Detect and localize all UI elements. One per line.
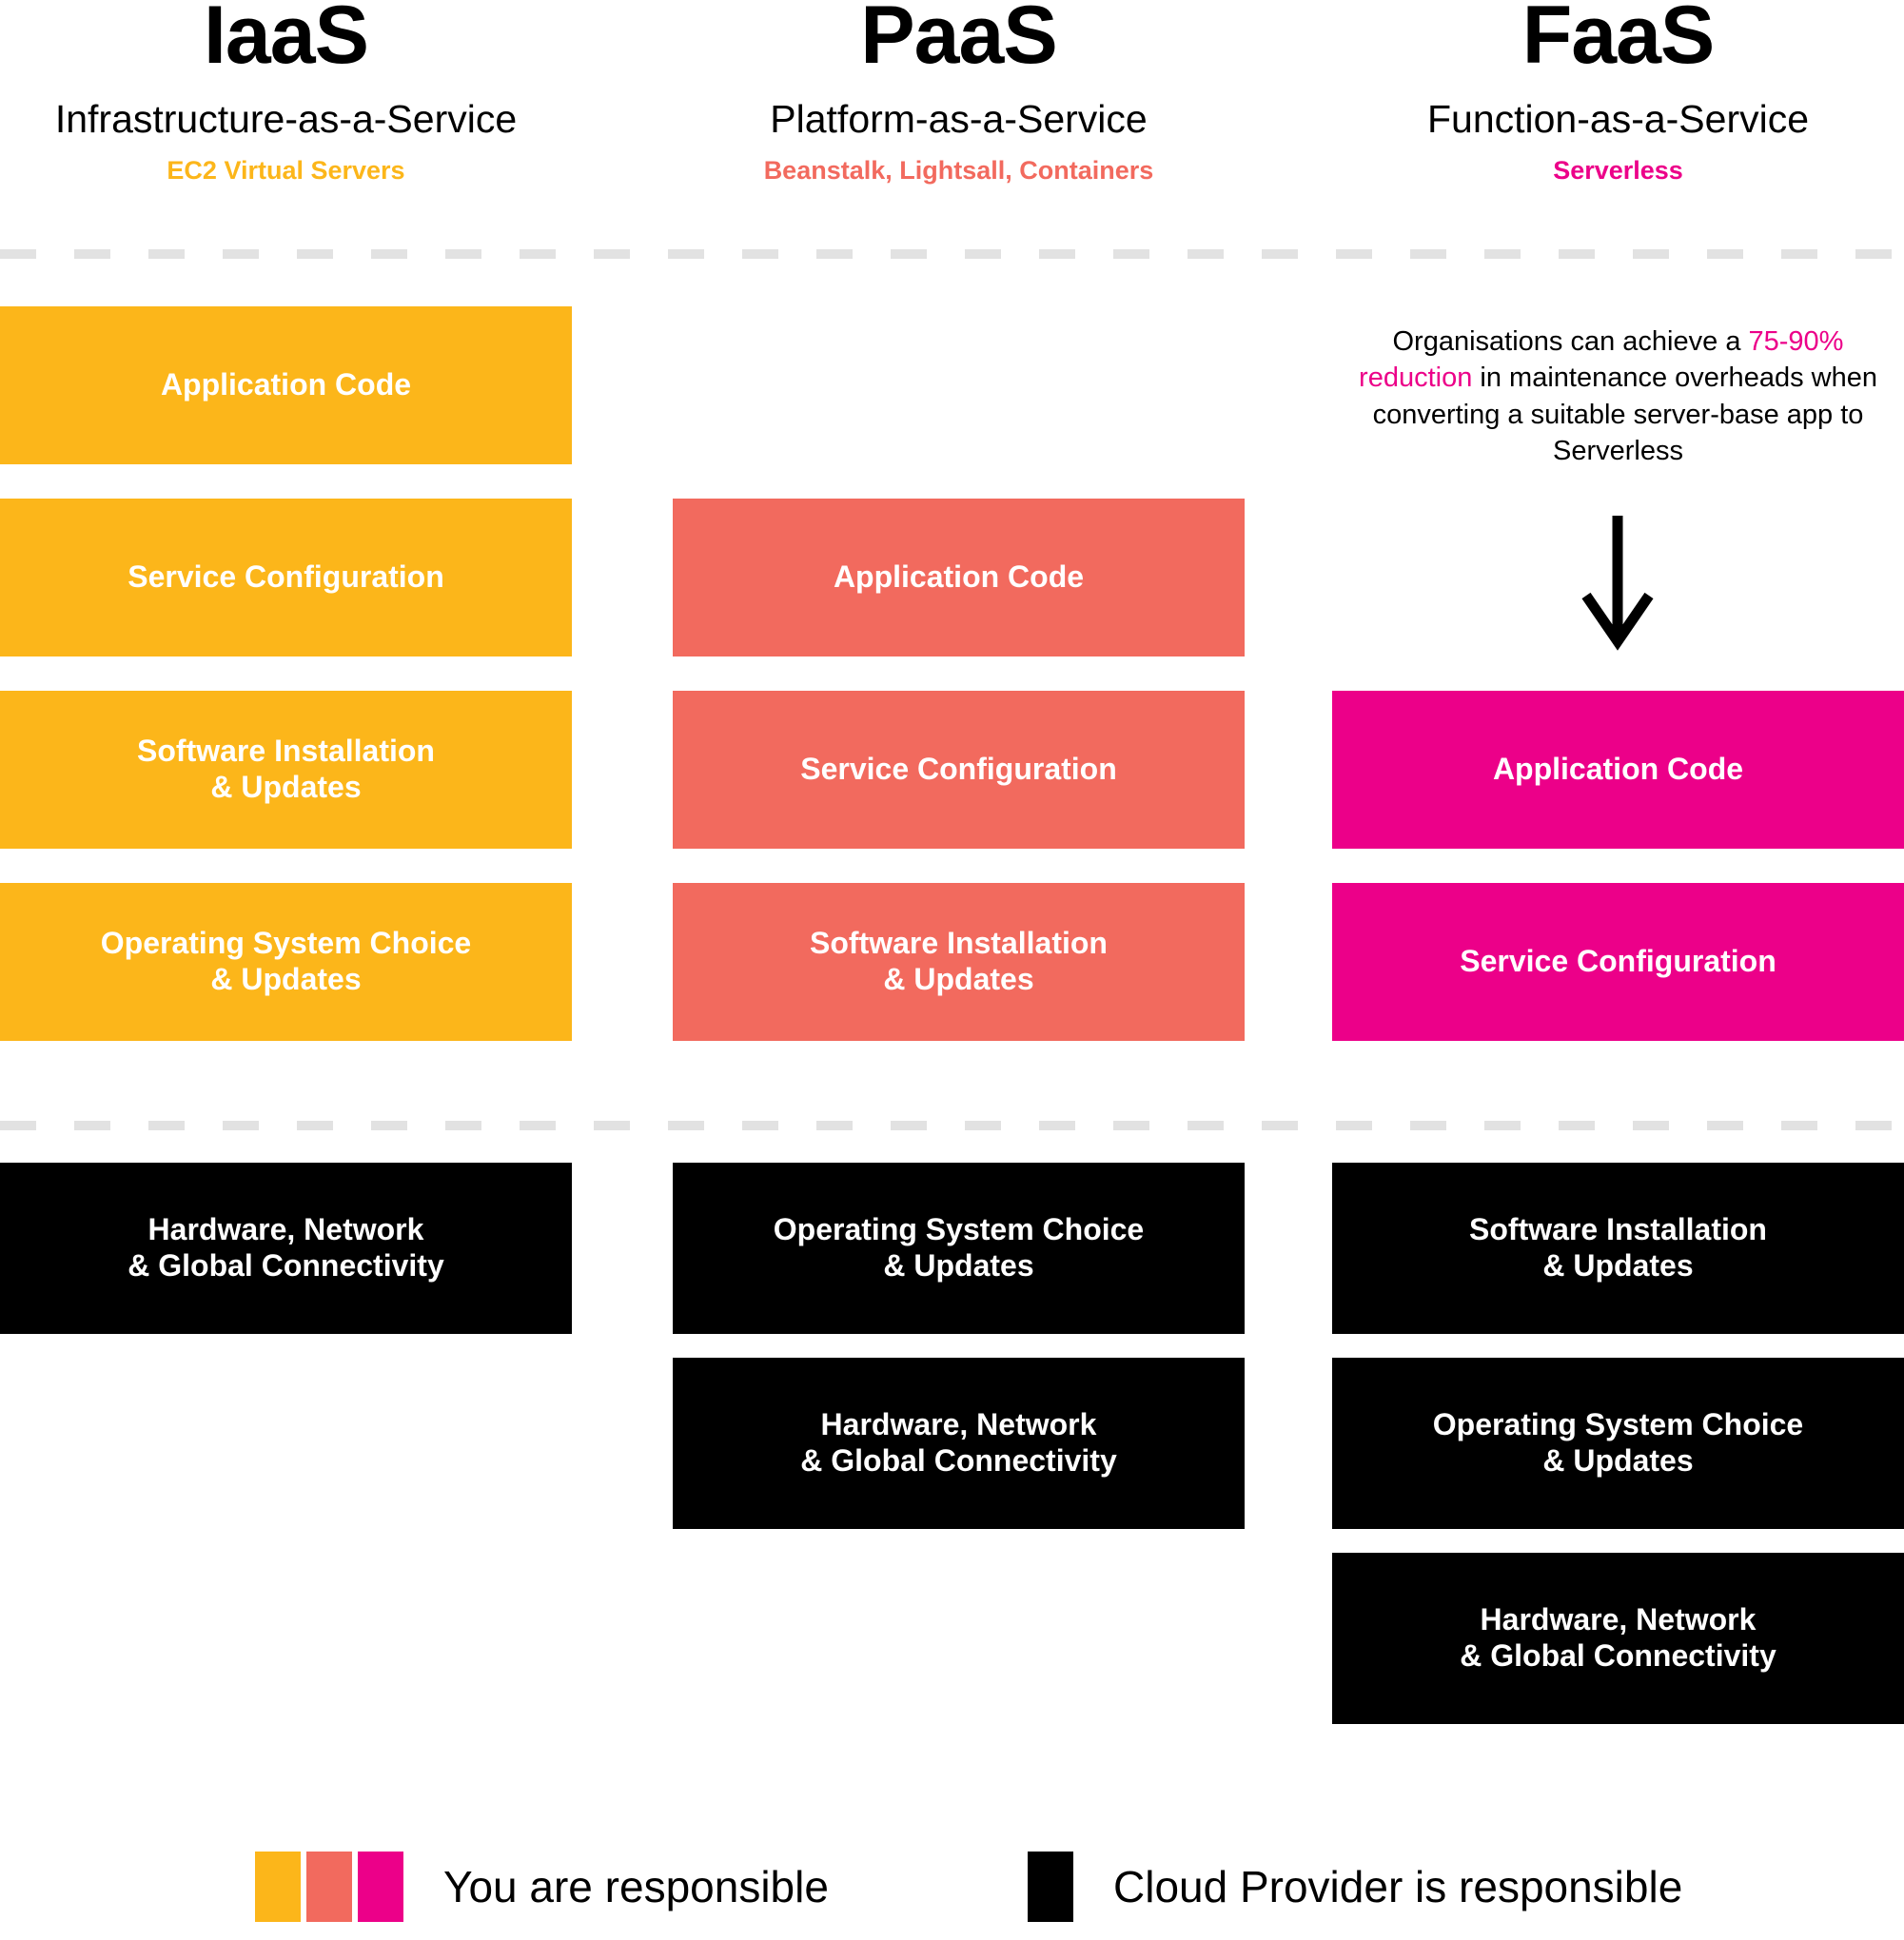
box-label-line2: & Updates <box>1542 1248 1694 1283</box>
divider-top-dashed <box>0 249 1904 259</box>
box-label-line1: Hardware, Network <box>1480 1602 1757 1637</box>
faas-title: FaaS <box>1521 0 1716 81</box>
box-label-line2: & Global Connectivity <box>800 1443 1117 1478</box>
box-label: Application Code <box>160 367 412 402</box>
note-highlight: 75-90% reduction <box>1359 326 1844 394</box>
box-label-line1: Hardware, Network <box>820 1407 1097 1442</box>
iaas-box-application-code: Application Code <box>0 306 572 464</box>
box-label-line1: Operating System Choice <box>1432 1407 1804 1442</box>
box-label-line2: & Global Connectivity <box>128 1248 444 1283</box>
legend-swatch-salmon <box>306 1852 352 1922</box>
box-label: Service Configuration <box>800 752 1117 787</box>
iaas-box-software-installation: Software Installation & Updates <box>0 691 572 849</box>
divider-bottom-dashed <box>0 1121 1904 1130</box>
iaas-tag: EC2 Virtual Servers <box>167 156 405 185</box>
box-label-line2: & Updates <box>210 962 362 996</box>
box-label: Service Configuration <box>128 559 444 595</box>
note-part2: in maintenance overheads when converting… <box>1372 363 1877 466</box>
paas-box-service-configuration: Service Configuration <box>673 691 1245 849</box>
column-faas: FaaS Function-as-a-Service Serverless Or… <box>1332 0 1904 1940</box>
iaas-box-hardware-network: Hardware, Network & Global Connectivity <box>0 1163 572 1334</box>
iaas-subtitle: Infrastructure-as-a-Service <box>54 97 518 141</box>
box-label-line1: Operating System Choice <box>100 926 472 961</box>
faas-savings-note: Organisations can achieve a 75-90% reduc… <box>1332 323 1904 469</box>
box-label-line2: & Updates <box>1542 1443 1694 1478</box>
legend-item-you-responsible: You are responsible <box>255 1852 829 1922</box>
down-arrow-icon <box>1581 516 1654 651</box>
paas-box-operating-system-choice: Operating System Choice & Updates <box>673 1163 1245 1334</box>
box-label-line2: & Updates <box>210 770 362 804</box>
note-part1: Organisations can achieve a <box>1392 326 1741 357</box>
faas-box-software-installation: Software Installation & Updates <box>1332 1163 1904 1334</box>
box-label-line1: Operating System Choice <box>773 1212 1145 1247</box>
legend-swatch-magenta <box>358 1852 403 1922</box>
legend-swatch-black <box>1028 1852 1073 1922</box>
box-label-line1: Software Installation <box>810 926 1108 961</box>
faas-box-operating-system-choice: Operating System Choice & Updates <box>1332 1358 1904 1529</box>
iaas-box-service-configuration: Service Configuration <box>0 499 572 656</box>
faas-box-application-code: Application Code <box>1332 691 1904 849</box>
paas-tag: Beanstalk, Lightsall, Containers <box>763 156 1154 185</box>
faas-box-service-configuration: Service Configuration <box>1332 883 1904 1041</box>
box-label-line1: Software Installation <box>137 734 435 769</box>
paas-box-application-code: Application Code <box>673 499 1245 656</box>
box-label-line2: & Global Connectivity <box>1460 1638 1776 1673</box>
box-label-line2: & Updates <box>883 962 1034 996</box>
paas-box-hardware-network: Hardware, Network & Global Connectivity <box>673 1358 1245 1529</box>
legend-label-cloud: Cloud Provider is responsible <box>1113 1862 1683 1911</box>
faas-tag: Serverless <box>1553 156 1683 185</box>
legend-label-you: You are responsible <box>443 1862 829 1911</box>
box-label-line1: Hardware, Network <box>147 1212 424 1247</box>
legend-item-cloud-responsible: Cloud Provider is responsible <box>1028 1852 1682 1922</box>
iaas-box-operating-system-choice: Operating System Choice & Updates <box>0 883 572 1041</box>
box-label-line2: & Updates <box>883 1248 1034 1283</box>
box-label: Application Code <box>833 559 1085 595</box>
legend-swatch-orange <box>255 1852 301 1922</box>
iaas-title: IaaS <box>204 0 369 81</box>
column-paas: PaaS Platform-as-a-Service Beanstalk, Li… <box>673 0 1245 1940</box>
paas-title: PaaS <box>860 0 1057 81</box>
column-iaas: IaaS Infrastructure-as-a-Service EC2 Vir… <box>0 0 572 1940</box>
paas-box-software-installation: Software Installation & Updates <box>673 883 1245 1041</box>
box-label: Application Code <box>1492 752 1744 787</box>
paas-subtitle: Platform-as-a-Service <box>770 97 1148 141</box>
faas-subtitle: Function-as-a-Service <box>1426 97 1810 141</box>
faas-box-hardware-network: Hardware, Network & Global Connectivity <box>1332 1553 1904 1724</box>
box-label: Service Configuration <box>1460 944 1776 979</box>
box-label-line1: Software Installation <box>1469 1212 1767 1247</box>
legend: You are responsible Cloud Provider is re… <box>0 1852 1904 1940</box>
